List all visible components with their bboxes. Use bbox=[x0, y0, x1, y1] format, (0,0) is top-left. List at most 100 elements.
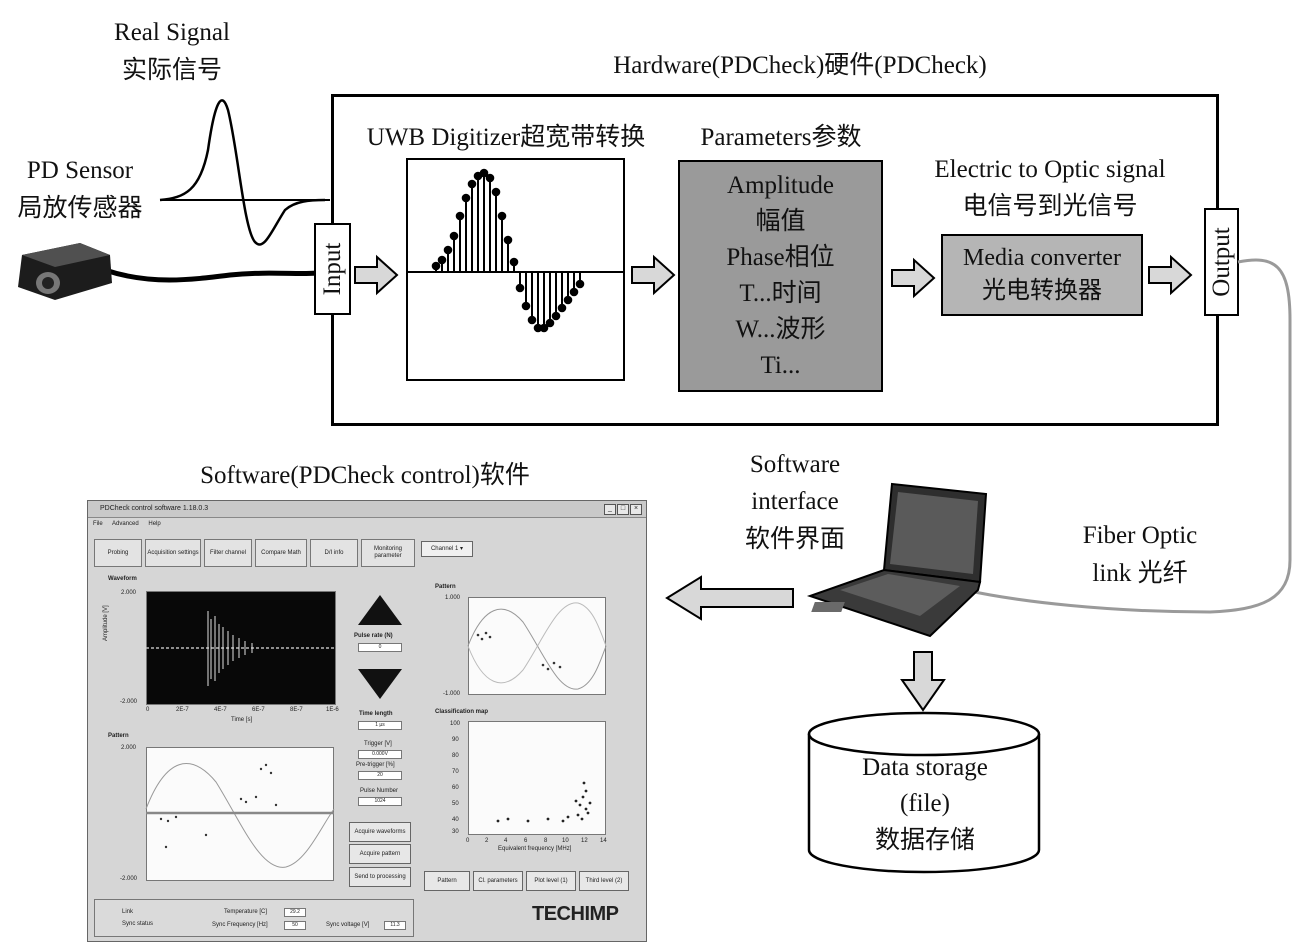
sw-interface-cn-label: 软件界面 bbox=[744, 526, 845, 553]
pulse-rate-field[interactable]: 0 bbox=[358, 643, 402, 652]
class-x-tick-1: 2 bbox=[485, 838, 489, 844]
cl-parameters-button[interactable]: Cl. parameters bbox=[473, 871, 523, 891]
pulse-number-field[interactable]: 1024 bbox=[358, 797, 402, 806]
pd-sensor-cn-label: 局放传感器 bbox=[17, 195, 143, 222]
tab-filter-channel[interactable]: Filter channel bbox=[204, 539, 252, 567]
waveform-x-tick-0: 0 bbox=[146, 707, 150, 713]
sync-frequency-field: 50 bbox=[284, 921, 306, 930]
acquire-pattern-button[interactable]: Acquire pattern bbox=[349, 844, 411, 864]
temperature-field: 29.2 bbox=[284, 908, 306, 917]
third-level-button[interactable]: Third level (2) bbox=[579, 871, 629, 891]
digitized-samples-plot bbox=[406, 168, 625, 333]
tab-monitoring-parameter[interactable]: Monitoring parameter bbox=[361, 539, 415, 567]
class-x-tick-2: 4 bbox=[504, 838, 508, 844]
arrow-input-to-digitizer bbox=[354, 254, 399, 296]
class-y-tick-2: 80 bbox=[452, 753, 459, 759]
pulse-rate-label: Pulse rate (N) bbox=[354, 633, 393, 639]
class-y-tick-7: 30 bbox=[452, 829, 459, 835]
uwb-digitizer-label: UWB Digitizer超宽带转换 bbox=[366, 124, 646, 151]
real-signal-label: Real Signal bbox=[114, 19, 230, 46]
waveform-x-tick-3: 6E-7 bbox=[252, 707, 265, 713]
channel-select[interactable]: Channel 1 ▾ bbox=[421, 541, 473, 557]
real-signal-cn-label: 实际信号 bbox=[121, 57, 222, 84]
param-ti: Ti... bbox=[760, 352, 801, 379]
status-sync-label: Sync status bbox=[122, 921, 154, 927]
data-storage-cn-label: 数据存储 bbox=[874, 827, 975, 854]
arrow-media-to-output bbox=[1148, 254, 1193, 296]
classification-points bbox=[496, 781, 592, 823]
menu-advanced[interactable]: Advanced bbox=[112, 521, 139, 527]
waveform-x-tick-4: 8E-7 bbox=[290, 707, 303, 713]
sw-interface-label-2: interface bbox=[751, 488, 839, 515]
param-amplitude: Amplitude bbox=[727, 172, 834, 199]
minimize-button[interactable]: _ bbox=[604, 504, 616, 515]
classification-plot bbox=[468, 721, 606, 835]
waveform-y-axis-label: Amplitude [V] bbox=[103, 605, 109, 641]
data-storage-label: Data storage bbox=[862, 754, 988, 781]
pre-trigger-label: Pre-trigger [%] bbox=[356, 762, 395, 768]
fiber-optic-label: Fiber Optic bbox=[1082, 522, 1198, 549]
class-y-tick-5: 50 bbox=[452, 801, 459, 807]
techimp-logo: TECHIMP bbox=[532, 903, 619, 925]
arrow-to-storage bbox=[900, 651, 946, 712]
media-converter-cn-label: 光电转换器 bbox=[982, 278, 1102, 304]
class-x-axis-label: Equivalent frequency [MHz] bbox=[498, 846, 572, 852]
pd-sensor-device bbox=[18, 243, 317, 300]
hardware-title: Hardware(PDCheck)硬件(PDCheck) bbox=[613, 52, 987, 79]
class-x-tick-7: 14 bbox=[600, 838, 607, 844]
acquire-waveforms-button[interactable]: Acquire waveforms bbox=[349, 822, 411, 842]
param-amplitude-cn: 幅值 bbox=[755, 208, 806, 235]
waveform-y-bottom: -2.000 bbox=[120, 699, 138, 705]
parameters-box: Amplitude 幅值 Phase相位 T...时间 W...波形 Ti... bbox=[678, 160, 883, 392]
time-length-label: Time length bbox=[359, 711, 393, 717]
parameters-title: Parameters参数 bbox=[700, 124, 862, 151]
e2o-label: Electric to Optic signal bbox=[934, 156, 1166, 183]
right-pattern-panel-label: Pattern bbox=[435, 584, 456, 590]
plot-level-button[interactable]: Plot level (1) bbox=[526, 871, 576, 891]
temperature-label: Temperature [C] bbox=[224, 909, 268, 915]
trigger-field[interactable]: 0.000V bbox=[358, 750, 402, 759]
tab-probing[interactable]: Probing bbox=[94, 539, 142, 567]
tab-acquisition-settings[interactable]: Acquisition settings bbox=[145, 539, 201, 567]
pulse-number-label: Pulse Number bbox=[360, 788, 399, 794]
class-y-tick-1: 90 bbox=[452, 737, 459, 743]
send-to-processing-button[interactable]: Send to processing bbox=[349, 867, 411, 887]
maximize-button[interactable]: □ bbox=[617, 504, 629, 515]
arrow-to-software bbox=[665, 575, 794, 621]
waveform-x-tick-5: 1E-6 bbox=[326, 707, 339, 713]
menu-file[interactable]: File bbox=[93, 521, 103, 527]
real-signal-waveform bbox=[159, 99, 330, 246]
sw-interface-label-1: Software bbox=[749, 451, 841, 478]
laptop-icon bbox=[806, 482, 988, 638]
left-pattern-y-bottom: -2.000 bbox=[120, 876, 138, 882]
class-x-tick-5: 10 bbox=[562, 838, 569, 844]
waveform-x-axis-label: Time [s] bbox=[231, 717, 253, 723]
sync-voltage-label: Sync voltage [V] bbox=[326, 922, 370, 928]
pulse-up-button[interactable] bbox=[356, 593, 404, 627]
left-pattern-panel-label: Pattern bbox=[108, 733, 129, 739]
software-window-title: PDCheck control software 1.18.0.3 bbox=[100, 505, 209, 512]
close-button[interactable]: × bbox=[630, 504, 642, 515]
pre-trigger-field[interactable]: 20 bbox=[358, 771, 402, 780]
class-x-tick-6: 12 bbox=[581, 838, 588, 844]
data-storage-file-label: (file) bbox=[900, 790, 950, 817]
status-bar bbox=[94, 899, 414, 937]
tab-di-info[interactable]: D/I info bbox=[310, 539, 358, 567]
class-x-tick-4: 8 bbox=[544, 838, 548, 844]
e2o-cn-label: 电信号到光信号 bbox=[962, 193, 1138, 220]
status-link-label: Link bbox=[122, 909, 134, 915]
waveform-trace bbox=[146, 611, 336, 686]
pattern-button[interactable]: Pattern bbox=[424, 871, 470, 891]
time-length-field[interactable]: 1 µs bbox=[358, 721, 402, 730]
left-pattern-trace bbox=[145, 763, 335, 868]
waveform-panel-label: Waveform bbox=[108, 576, 137, 582]
tab-compare-math[interactable]: Compare Math bbox=[255, 539, 307, 567]
menu-help[interactable]: Help bbox=[148, 521, 161, 527]
arrow-digitizer-to-parameters bbox=[631, 254, 676, 296]
class-y-tick-6: 40 bbox=[452, 817, 459, 823]
pulse-down-button[interactable] bbox=[356, 667, 404, 701]
trigger-label: Trigger [V] bbox=[364, 741, 392, 747]
param-time: T...时间 bbox=[739, 280, 822, 307]
class-y-tick-4: 60 bbox=[452, 785, 459, 791]
